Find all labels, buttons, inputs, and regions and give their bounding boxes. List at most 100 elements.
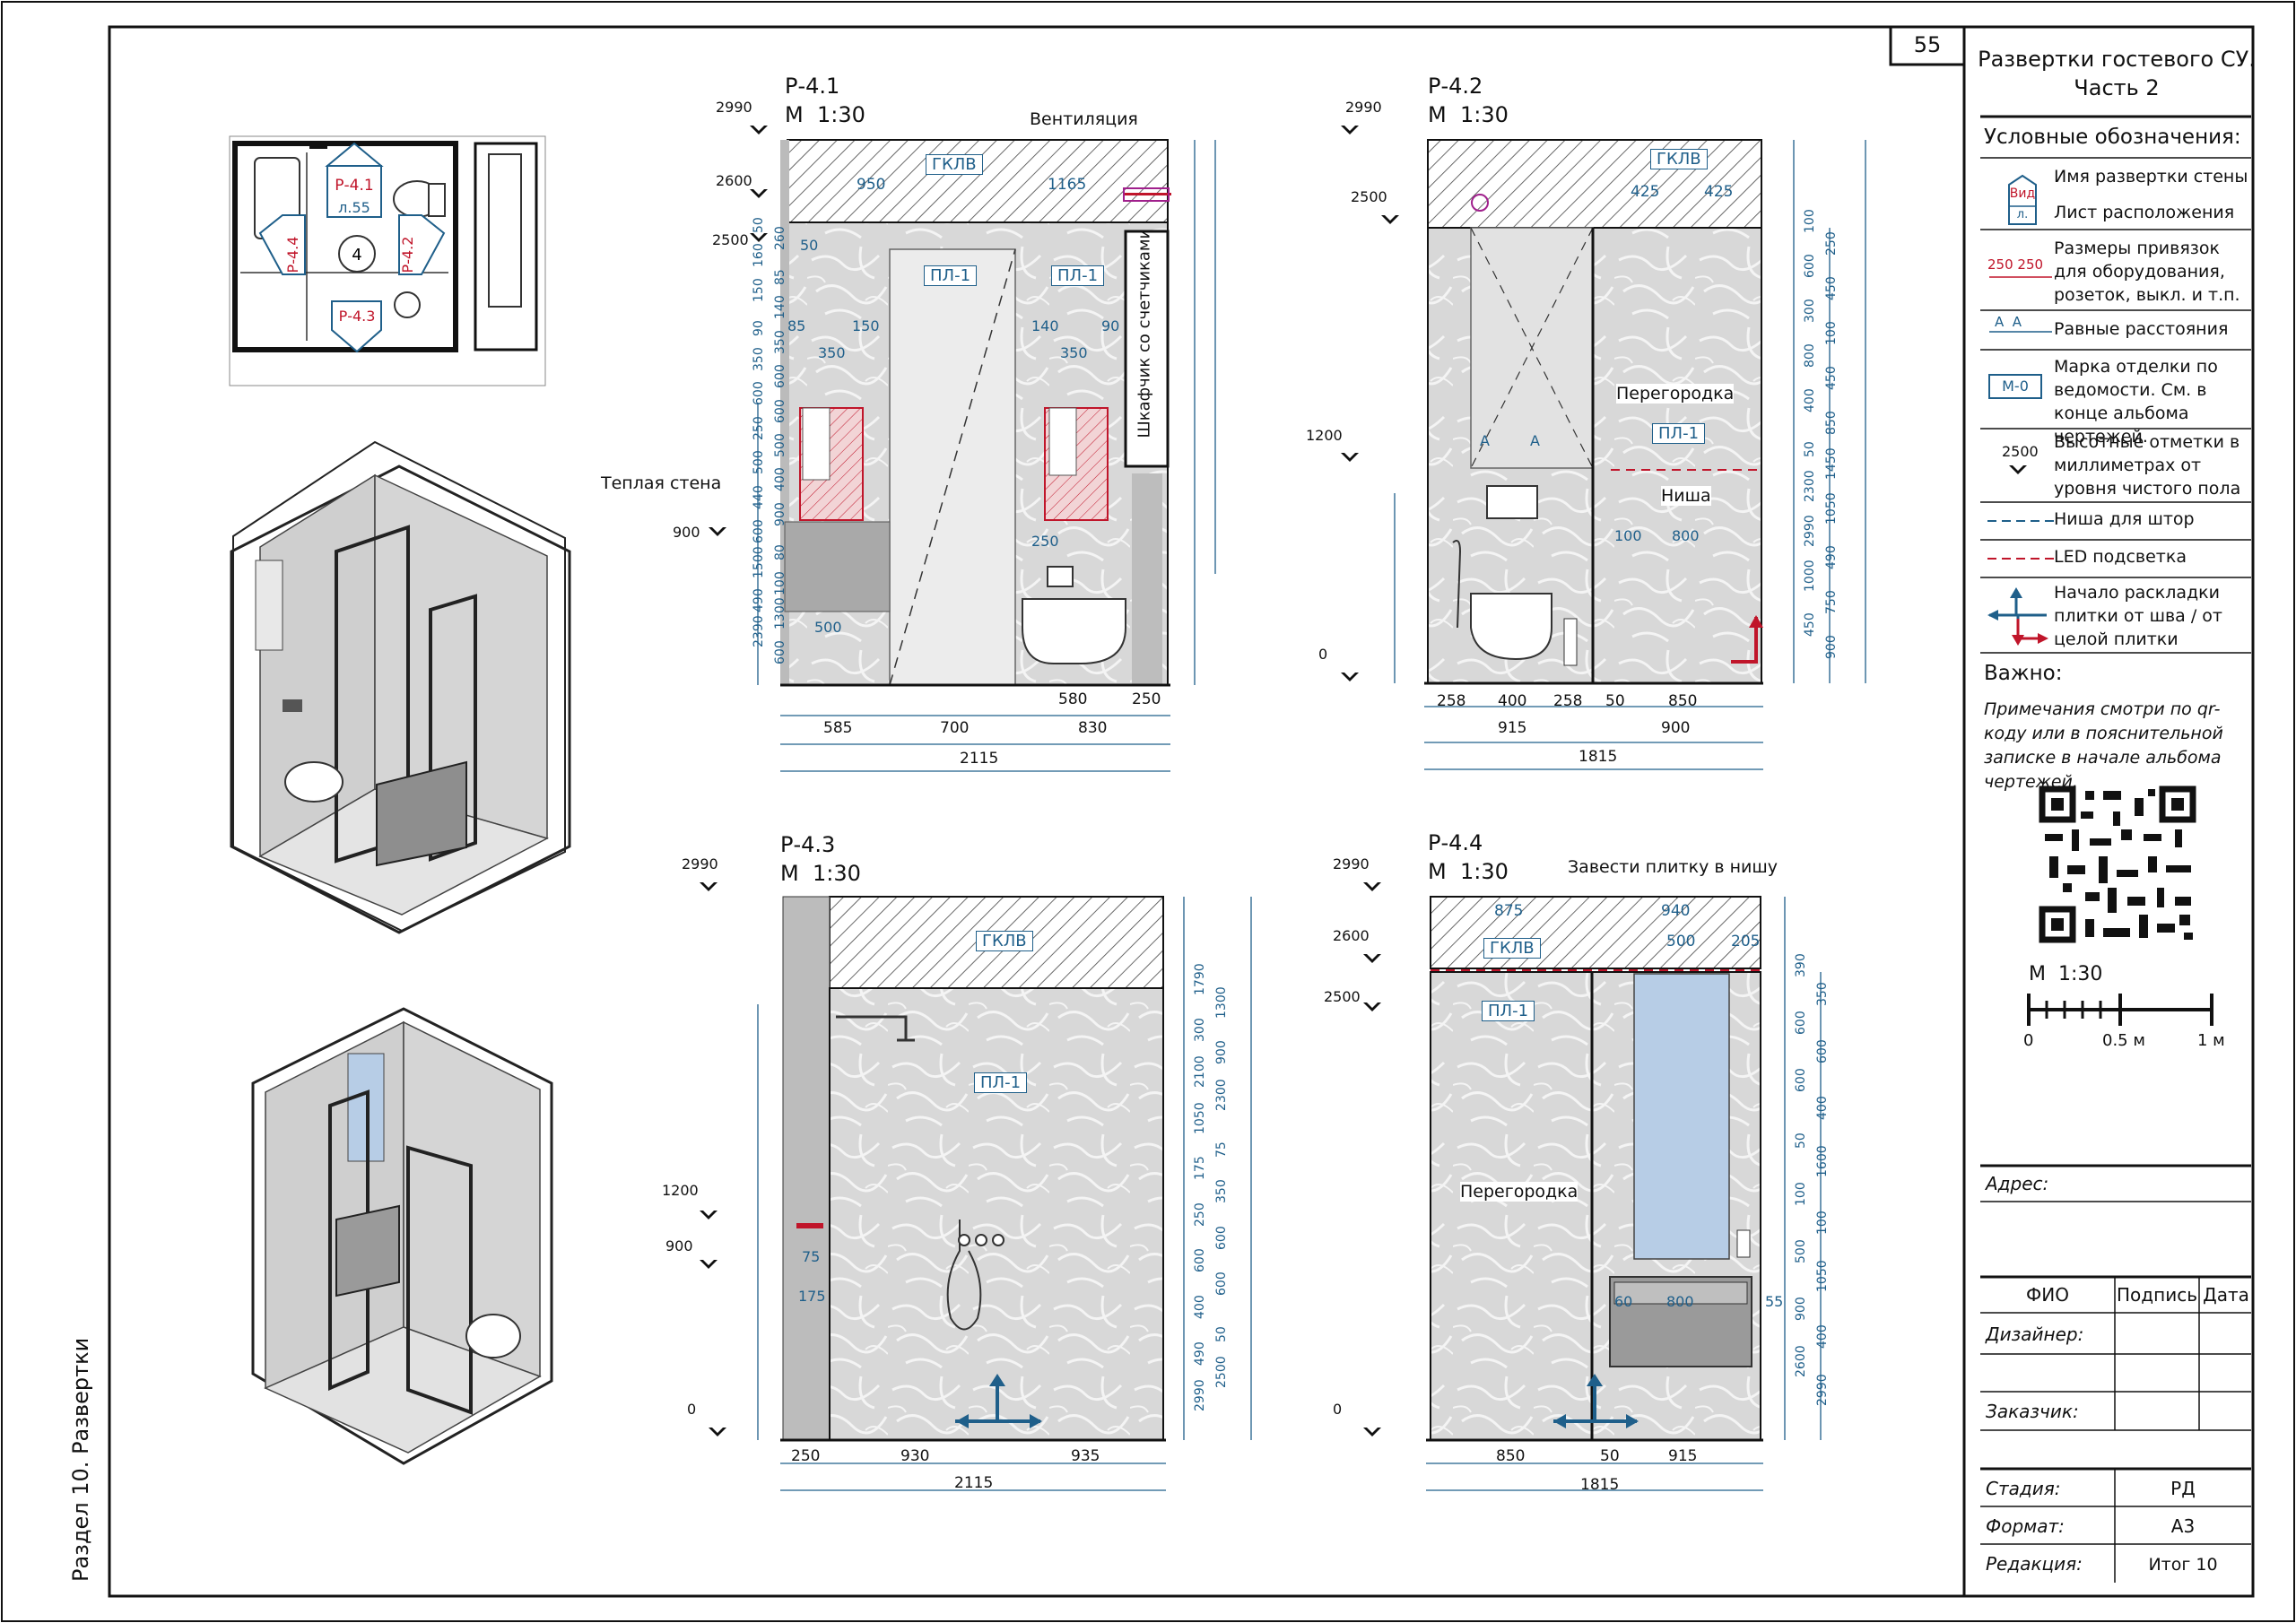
view-3-dim-label: 2100 <box>1193 1055 1207 1089</box>
important-text: Примечания смотри по qr-коду или в поясн… <box>1984 699 2223 792</box>
legend-view-symbol: Вид <box>2009 187 2036 201</box>
view-4-3-dim-misc-75: 75 <box>802 1248 821 1265</box>
view-4-1-dim-misc-85: 85 <box>787 317 806 334</box>
view-4-3-label-pl1: ПЛ-1 <box>974 1072 1028 1093</box>
view-4-1-level-2500: 2500 <box>712 231 749 248</box>
plan-tag-4-3: Р-4.3 <box>339 308 376 325</box>
view-4-4-level-0: 0 <box>1333 1401 1343 1418</box>
legend-view-sheet: Лист расположения <box>2054 203 2235 222</box>
view-1-dim-label: 490 <box>752 588 766 613</box>
view-1-dim-label: 260 <box>773 226 787 251</box>
view-1-dim-label: 350 <box>752 347 766 371</box>
view-4-1-label-pl1-b: ПЛ-1 <box>1051 265 1105 286</box>
view-2-dim-label: 850 <box>1824 411 1839 435</box>
view-4-dim-label: 900 <box>1794 1296 1808 1321</box>
important-header: Важно: <box>1984 662 2063 685</box>
view-3-dim-label: 350 <box>1214 1179 1229 1204</box>
view-4-4-label-partition: Перегородка <box>1460 1182 1578 1202</box>
view-1-dim-label: 100 <box>773 571 787 595</box>
view-4-4-total: 1815 <box>1580 1476 1620 1494</box>
view-3-dim-label: 600 <box>1214 1225 1229 1250</box>
view-1-dim-label: 350 <box>773 329 787 354</box>
legend-view-name: Имя развертки стены <box>2054 167 2248 187</box>
stamp-revision-label: Редакция: <box>1986 1553 2083 1575</box>
sig-header-name: ФИО <box>2026 1284 2069 1306</box>
view-4-1-scale: М 1:30 <box>785 102 865 127</box>
stamp-revision-value: Итог 10 <box>2148 1555 2218 1575</box>
view-4-2-level-2990: 2990 <box>1345 99 1382 116</box>
view-4-2-label-a1: A <box>1480 432 1490 449</box>
view-4-2-level-1200: 1200 <box>1306 427 1343 444</box>
legend-level-label: Высотные отметки в миллиметрах от уровня… <box>2054 432 2241 499</box>
stamp-stage-label: Стадия: <box>1986 1478 2061 1499</box>
view-1-dim-label: 90 <box>752 320 766 337</box>
view-4-3-level-900: 900 <box>665 1237 693 1254</box>
view-4-2-label-gklv: ГКЛВ <box>1650 149 1708 169</box>
sheet-title-line1: Развертки гостевого СУ. <box>1978 47 2256 72</box>
elevation-4-2 <box>1424 139 1763 685</box>
legend-led-label: LED подсветка <box>2054 547 2187 567</box>
scale-tick-half: 0.5 м <box>2102 1031 2145 1050</box>
legend-curtain-label: Ниша для штор <box>2054 509 2195 529</box>
view-2-dim-label: 1000 <box>1803 560 1817 592</box>
view-1-dim-label: 80 <box>773 544 787 561</box>
view-1-dim-label: 600 <box>773 364 787 389</box>
view-4-1-dim-misc-150: 150 <box>852 317 880 334</box>
elevation-4-3 <box>780 896 1166 1442</box>
view-4-1-dim-misc-90: 90 <box>1101 317 1120 334</box>
view-4-3-label-gklv: ГКЛВ <box>976 931 1033 951</box>
view-1-dim-label: 250 <box>752 416 766 440</box>
view-4-4-level-2600: 2600 <box>1333 927 1370 944</box>
view-4-2-scale: М 1:30 <box>1428 102 1509 127</box>
view-4-4-dim-60: 60 <box>1614 1293 1633 1310</box>
scale-tick-0: 0 <box>2023 1031 2034 1050</box>
view-4-1-dim-misc-350b: 350 <box>1060 344 1088 361</box>
view-4-1-label-warm-wall: Теплая стена <box>601 473 722 493</box>
elevation-4-1 <box>780 139 1171 687</box>
view-4-2-dim-425a: 425 <box>1631 183 1660 201</box>
section-label: Раздел 10. Развертки <box>68 1337 93 1582</box>
view-4-dim-label: 400 <box>1815 1096 1830 1121</box>
legend-level-symbol: 2500 <box>2002 443 2039 460</box>
view-2-dim-label: 250 <box>1824 231 1839 256</box>
view-4-1-level-900: 900 <box>673 524 700 541</box>
view-4-1-title: Р-4.1 <box>785 74 840 99</box>
view-2-dim-label: 450 <box>1803 612 1817 637</box>
view-4-1-dim-580: 580 <box>1058 690 1088 708</box>
view-4-1-dim-misc-140: 140 <box>1031 317 1059 334</box>
view-1-dim-label: 2390 <box>752 614 766 647</box>
view-4-2-label-pl1: ПЛ-1 <box>1652 423 1706 444</box>
view-4-4-dim-55: 55 <box>1765 1293 1784 1310</box>
view-2-dim-label: 1050 <box>1824 492 1839 525</box>
view-3-dim-label: 900 <box>1214 1040 1229 1065</box>
view-3-dim-label: 490 <box>1193 1341 1207 1366</box>
view-4-1-label-pl1-a: ПЛ-1 <box>924 265 978 286</box>
title-block-lines <box>1980 115 2251 1583</box>
view-1-dim-label: 140 <box>773 295 787 320</box>
view-3-dim-label: 600 <box>1193 1248 1207 1273</box>
view-4-3-level-1200: 1200 <box>662 1182 699 1199</box>
legend-dims-symbol: 250 250 <box>1987 256 2044 273</box>
view-2-dim-label: 490 <box>1824 545 1839 569</box>
scale-bar <box>2027 994 2213 1026</box>
sig-row-designer: Дизайнер: <box>1986 1324 2084 1345</box>
page-number-box <box>1889 25 1966 66</box>
view-4-dim-label: 2600 <box>1794 1345 1808 1378</box>
view-3-dim-label: 600 <box>1214 1271 1229 1297</box>
view-1-dim-label: 900 <box>773 502 787 526</box>
view-2-dim-label: 2300 <box>1803 470 1817 502</box>
view-4-dim-label: 50 <box>1794 1133 1808 1150</box>
view-4-3-level-2990: 2990 <box>682 855 718 872</box>
view-4-4-dim-915: 915 <box>1668 1447 1698 1465</box>
plan-tag-4-1: Р-4.1 <box>335 177 373 195</box>
view-4-2-dim-400: 400 <box>1498 692 1527 710</box>
view-3-dim-label: 1790 <box>1193 963 1207 995</box>
view-1-dim-label: 600 <box>773 398 787 423</box>
view-4-2-dim-50: 50 <box>1605 692 1625 710</box>
view-4-2-dim-915: 915 <box>1498 719 1527 737</box>
view-2-dim-label: 450 <box>1824 276 1839 300</box>
view-4-2-dim-425b: 425 <box>1704 183 1734 201</box>
stamp-format-value: А3 <box>2170 1515 2196 1537</box>
view-4-3-title: Р-4.3 <box>780 832 836 857</box>
view-4-4-scale: М 1:30 <box>1428 859 1509 884</box>
